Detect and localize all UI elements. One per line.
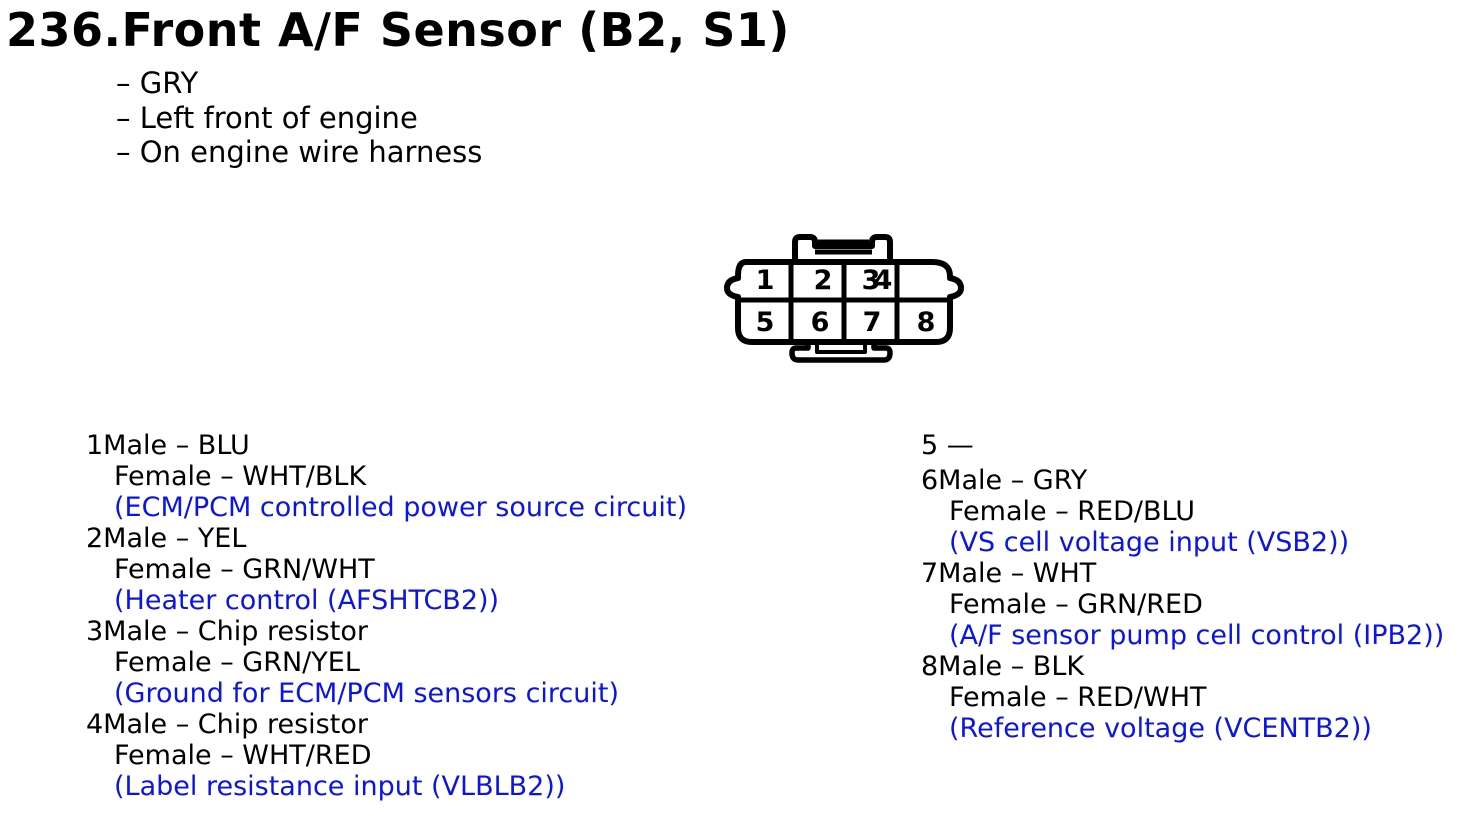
pin-female: Female – GRN/YEL bbox=[114, 647, 360, 678]
cavity-1: 1 bbox=[756, 265, 775, 296]
pin-male: 6Male – GRY bbox=[921, 465, 1088, 496]
pin-female: Female – WHT/RED bbox=[114, 740, 372, 771]
pin-4: 4Male – Chip resistor Female – WHT/RED (… bbox=[86, 709, 687, 802]
pin-female: Female – RED/BLU bbox=[949, 496, 1195, 527]
pin-5-unused: 5 — bbox=[921, 430, 974, 461]
pin-description: (A/F sensor pump cell control (IPB2)) bbox=[949, 620, 1445, 651]
connector-body bbox=[724, 259, 964, 345]
pin-male: 8Male – BLK bbox=[921, 651, 1085, 682]
pin-description: (Ground for ECM/PCM sensors circuit) bbox=[114, 678, 620, 709]
page-title: 236.Front A/F Sensor (B2, S1) bbox=[6, 3, 790, 57]
pin-female: Female – RED/WHT bbox=[949, 682, 1207, 713]
cavity-2: 2 bbox=[814, 265, 833, 296]
cavity-5: 5 bbox=[756, 307, 775, 338]
pin-male: 2Male – YEL bbox=[86, 523, 247, 554]
pin-8: 8Male – BLK Female – RED/WHT (Reference … bbox=[921, 651, 1444, 744]
connector-bottom-tab bbox=[789, 342, 893, 363]
pin-female: Female – GRN/WHT bbox=[114, 554, 375, 585]
connector-details: – GRY – Left front of engine – On engine… bbox=[116, 66, 482, 170]
pin-list-left: 1Male – BLU Female – WHT/BLK (ECM/PCM co… bbox=[86, 430, 687, 802]
connector-location: – Left front of engine bbox=[116, 100, 418, 135]
pin-female: Female – WHT/BLK bbox=[114, 461, 367, 492]
cavity-3: 3 bbox=[862, 265, 881, 296]
pin-list-right: 5 — 6Male – GRY Female – RED/BLU (VS cel… bbox=[921, 430, 1444, 744]
cavity-7: 7 bbox=[863, 307, 882, 338]
pin-description: (Heater control (AFSHTCB2)) bbox=[114, 585, 500, 616]
pin-description: (Label resistance input (VLBLB2)) bbox=[114, 771, 566, 802]
connector-color: – GRY bbox=[116, 66, 199, 100]
pin-description: (ECM/PCM controlled power source circuit… bbox=[114, 492, 687, 523]
pin-male: 4Male – Chip resistor bbox=[86, 709, 368, 740]
pin-description: (VS cell voltage input (VSB2)) bbox=[949, 527, 1350, 558]
pin-description: (Reference voltage (VCENTB2)) bbox=[949, 713, 1372, 744]
pin-male: 7Male – WHT bbox=[921, 558, 1097, 589]
pin-3: 3Male – Chip resistor Female – GRN/YEL (… bbox=[86, 616, 687, 709]
pin-1: 1Male – BLU Female – WHT/BLK (ECM/PCM co… bbox=[86, 430, 687, 523]
pin-female: Female – GRN/RED bbox=[949, 589, 1203, 620]
pin-male: 3Male – Chip resistor bbox=[86, 616, 368, 647]
connector-harness: – On engine wire harness bbox=[116, 135, 483, 169]
cavity-4: 4 bbox=[874, 265, 893, 296]
pin-male: 1Male – BLU bbox=[86, 430, 250, 461]
cavity-8: 8 bbox=[917, 307, 936, 338]
pin-6: 6Male – GRY Female – RED/BLU (VS cell vo… bbox=[921, 465, 1444, 558]
pin-2: 2Male – YEL Female – GRN/WHT (Heater con… bbox=[86, 523, 687, 616]
cavity-6: 6 bbox=[811, 307, 830, 338]
pin-7: 7Male – WHT Female – GRN/RED (A/F sensor… bbox=[921, 558, 1444, 651]
connector-diagram: 1 2 3 4 5 6 7 8 bbox=[724, 234, 964, 363]
connector-lock-tab bbox=[792, 234, 893, 262]
